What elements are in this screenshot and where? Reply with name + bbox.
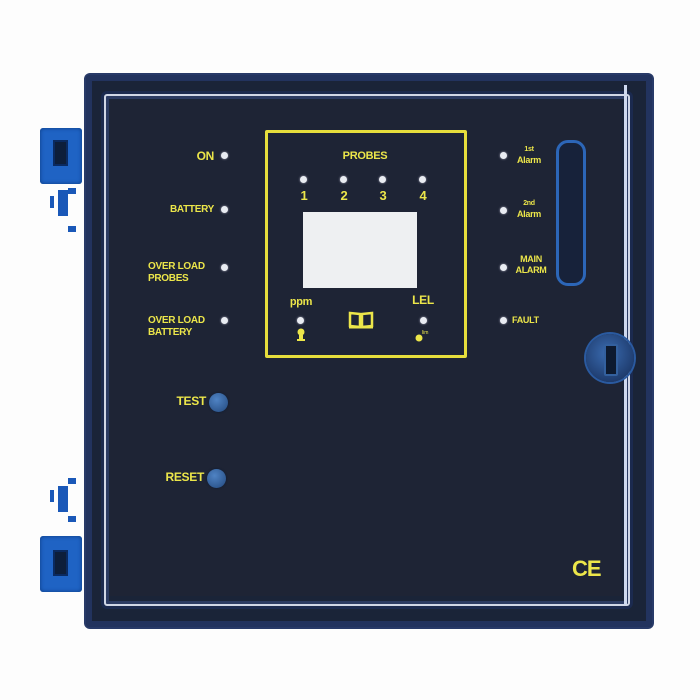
lel-flammable-icon: lim xyxy=(415,330,428,342)
battery-label: BATTERY xyxy=(169,204,214,215)
on-led xyxy=(221,152,228,159)
probe-2-led xyxy=(340,176,347,183)
ppm-probe-icon xyxy=(297,328,305,341)
probe-3-number: 3 xyxy=(379,188,387,203)
main-alarm-label: MAIN ALARM xyxy=(515,254,547,275)
top-hinge-clip xyxy=(46,186,78,244)
fault-label: FAULT xyxy=(512,315,539,325)
door-handle[interactable] xyxy=(556,140,586,286)
probes-display-frame xyxy=(265,130,467,358)
front-panel xyxy=(110,100,622,596)
lel-label: LEL xyxy=(412,293,434,307)
second-alarm-led xyxy=(500,207,507,214)
lel-led xyxy=(420,317,427,324)
battery-led xyxy=(221,206,228,213)
reset-label: RESET xyxy=(165,470,204,484)
overload-probes-label: OVER LOAD PROBES xyxy=(148,261,205,284)
bottom-hinge xyxy=(40,536,82,592)
overload-battery-label: OVER LOAD BATTERY xyxy=(148,315,205,338)
probe-1-led xyxy=(300,176,307,183)
on-label: ON xyxy=(196,149,215,163)
test-button[interactable] xyxy=(209,393,228,412)
probes-title: PROBES xyxy=(342,150,388,162)
lcd-screen xyxy=(303,212,417,288)
probe-4-led xyxy=(419,176,426,183)
first-alarm-label: 1st Alarm xyxy=(516,146,541,165)
first-alarm-led xyxy=(500,152,507,159)
main-alarm-led xyxy=(500,264,507,271)
overload-battery-led xyxy=(221,317,228,324)
reset-button[interactable] xyxy=(207,469,226,488)
svg-text:lim: lim xyxy=(422,330,428,336)
bottom-hinge-clip xyxy=(46,476,78,534)
fault-led xyxy=(500,317,507,324)
probe-4-number: 4 xyxy=(419,188,427,203)
probe-1-number: 1 xyxy=(300,188,308,203)
probe-3-led xyxy=(379,176,386,183)
probe-2-number: 2 xyxy=(340,188,348,203)
ce-mark: CE xyxy=(572,556,602,581)
ppm-label: ppm xyxy=(289,296,313,308)
overload-probes-led xyxy=(221,264,228,271)
second-alarm-label: 2nd Alarm xyxy=(516,200,541,219)
manual-book-icon xyxy=(348,311,374,329)
top-hinge xyxy=(40,128,82,184)
door-latch[interactable] xyxy=(586,334,634,382)
test-label: TEST xyxy=(176,394,207,408)
ppm-led xyxy=(297,317,304,324)
